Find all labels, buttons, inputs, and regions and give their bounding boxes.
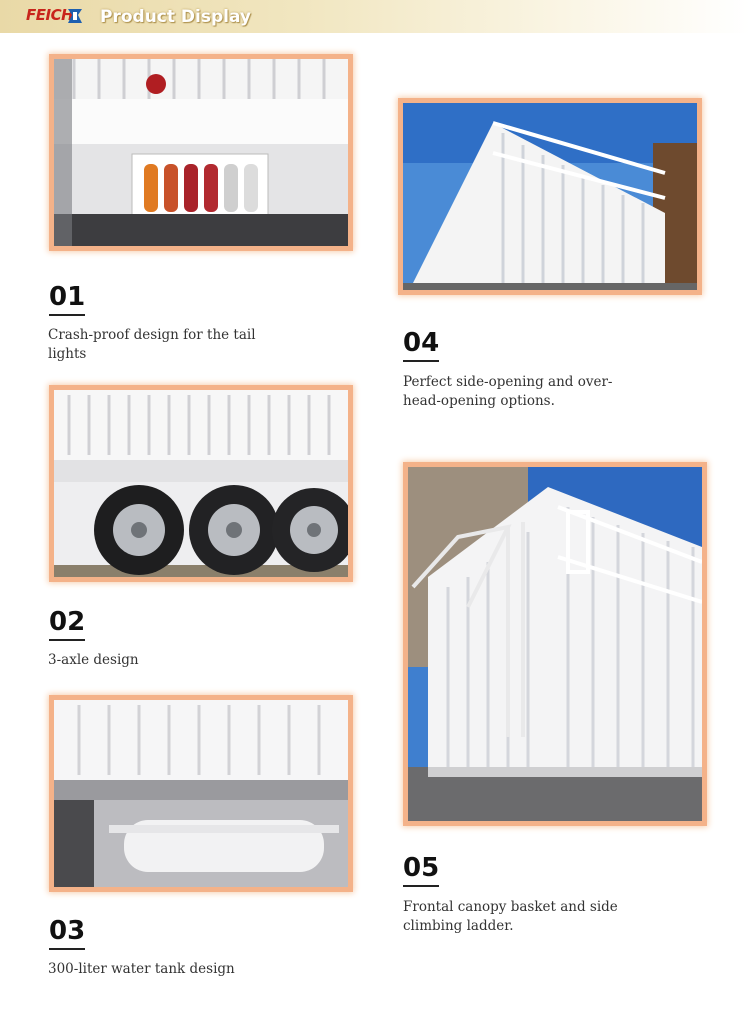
item-number-03: 03 <box>49 918 86 950</box>
photo-three-axle <box>49 385 353 582</box>
photo-water-tank <box>49 695 353 892</box>
photo-canopy-ladder <box>403 462 707 826</box>
photo-side-opening <box>398 98 702 295</box>
item-caption-02: 3-axle design <box>48 652 139 668</box>
item-caption-05: Frontal canopy basket and side climbing … <box>403 899 618 934</box>
item-number-02: 02 <box>49 609 86 641</box>
item-number-01: 01 <box>49 284 86 316</box>
logo-mark-icon <box>68 9 82 23</box>
item-caption-03: 300-liter water tank design <box>48 961 235 977</box>
item-number-04: 04 <box>403 330 440 362</box>
brand-logo: FEICHI <box>26 6 79 24</box>
photo-tail-lights <box>49 54 353 251</box>
section-title: Product Display <box>100 7 251 27</box>
item-caption-04: Perfect side-opening and over-head-openi… <box>403 374 613 409</box>
header-bar: FEICHI Product Display <box>0 0 750 33</box>
item-number-05: 05 <box>403 855 440 887</box>
item-caption-01: Crash-proof design for the tail lights <box>48 327 256 362</box>
